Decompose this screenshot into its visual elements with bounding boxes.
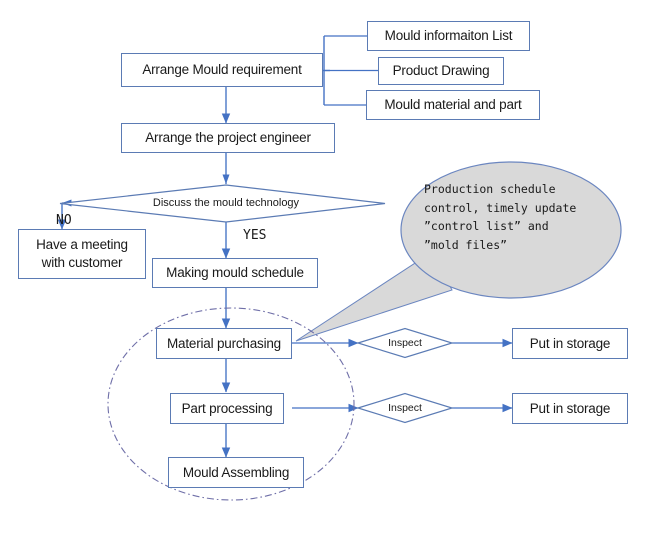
node-arrange-mould-requirement[interactable]: Arrange Mould requirement — [121, 53, 323, 87]
node-material-purchasing[interactable]: Material purchasing — [156, 328, 292, 359]
node-arrange-project-engineer[interactable]: Arrange the project engineer — [121, 123, 335, 153]
node-product-drawing[interactable]: Product Drawing — [378, 57, 504, 85]
node-put-in-storage-1[interactable]: Put in storage — [512, 328, 628, 359]
decision-label-discuss-the-mould-technology: Discuss the mould technology — [152, 197, 300, 209]
node-put-in-storage-2[interactable]: Put in storage — [512, 393, 628, 424]
node-mould-material-and-part[interactable]: Mould material and part — [366, 90, 540, 120]
node-mould-information-list[interactable]: Mould informaiton List — [367, 21, 530, 51]
node-mould-assembling[interactable]: Mould Assembling — [168, 457, 304, 488]
callout-text: Production schedule control, timely upda… — [424, 182, 577, 252]
node-have-a-meeting-with-customer[interactable]: Have a meeting with customer — [18, 229, 146, 279]
decision-label-inspect-1: Inspect — [388, 337, 422, 349]
node-part-processing[interactable]: Part processing — [170, 393, 284, 424]
callout-bubble — [400, 161, 622, 299]
decision-label-inspect-2: Inspect — [388, 402, 422, 414]
decision-discuss-the-mould-technology — [59, 184, 386, 223]
grouping-circle — [107, 307, 355, 501]
edge-label-yes: YES — [243, 228, 267, 243]
edge-label-no: NO — [56, 213, 72, 228]
node-making-mould-schedule[interactable]: Making mould schedule — [152, 258, 318, 288]
decision-inspect-2 — [355, 392, 455, 424]
decision-inspect-1 — [355, 327, 455, 359]
